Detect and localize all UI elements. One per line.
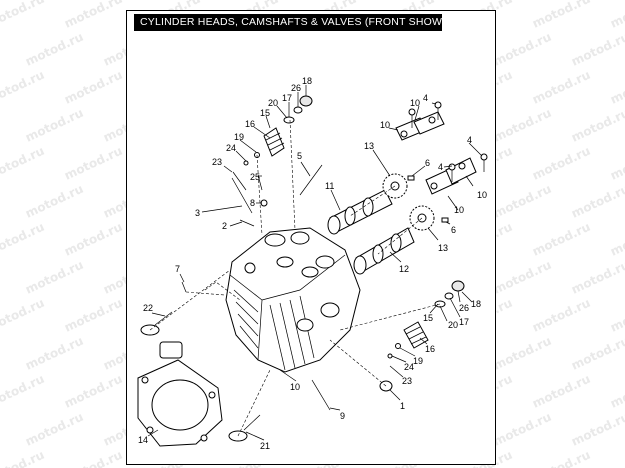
- cylinder-head: [225, 227, 361, 373]
- callout-7: 7: [175, 264, 180, 274]
- callout-16: 16: [245, 119, 255, 129]
- callout-19: 19: [234, 132, 244, 142]
- callout-17: 17: [282, 93, 292, 103]
- callout-21: 21: [260, 441, 270, 451]
- leader-lines: [147, 85, 483, 441]
- callout-10: 10: [290, 382, 300, 392]
- callout-1: 1: [400, 401, 405, 411]
- callout-8: 8: [250, 198, 255, 208]
- callout-4: 4: [423, 93, 428, 103]
- callout-12: 12: [399, 264, 409, 274]
- callout-3: 3: [195, 208, 200, 218]
- callout-15: 15: [423, 313, 433, 323]
- callout-13: 13: [364, 141, 374, 151]
- callout-19: 19: [413, 356, 423, 366]
- callout-20: 20: [448, 320, 458, 330]
- callout-2: 2: [222, 221, 227, 231]
- callout-23: 23: [212, 157, 222, 167]
- callout-13: 13: [438, 243, 448, 253]
- diagram-title: CYLINDER HEADS, CAMSHAFTS & VALVES (FRON…: [134, 14, 442, 31]
- callout-20: 20: [268, 98, 278, 108]
- bolts-4: [408, 101, 488, 182]
- camshaft-12: [353, 227, 415, 275]
- callout-23: 23: [402, 376, 412, 386]
- callout-10: 10: [477, 190, 487, 200]
- callout-4: 4: [467, 135, 472, 145]
- callout-22: 22: [143, 303, 153, 313]
- rocker-arms-lower: [425, 157, 477, 195]
- callout-11: 11: [325, 181, 334, 191]
- callout-18: 18: [302, 76, 312, 86]
- callout-10: 10: [380, 120, 390, 130]
- callout-24: 24: [226, 143, 236, 153]
- callout-26: 26: [459, 303, 469, 313]
- callout-5: 5: [297, 151, 302, 161]
- valve-spring-stack-lower: [379, 280, 465, 392]
- callout-15: 15: [260, 108, 270, 118]
- callout-14: 14: [138, 435, 148, 445]
- head-gasket: [137, 359, 223, 447]
- callout-6: 6: [451, 225, 456, 235]
- callout-18: 18: [471, 299, 481, 309]
- valve-21: [228, 414, 261, 442]
- callout-labels: 18 26 17 20 15 16 19 24 23 25 8 3 2 5 11…: [138, 76, 487, 451]
- callout-9: 9: [340, 411, 345, 421]
- callout-24: 24: [404, 362, 414, 372]
- callout-4: 4: [438, 162, 443, 172]
- valve-22: [140, 311, 173, 336]
- callout-17: 17: [459, 317, 469, 327]
- callout-10: 10: [454, 205, 464, 215]
- callout-26: 26: [291, 83, 301, 93]
- callout-16: 16: [425, 344, 435, 354]
- camshaft-11: [327, 189, 393, 235]
- rocker-arms-upper: [395, 111, 445, 141]
- callout-6: 6: [425, 158, 430, 168]
- callout-10: 10: [410, 98, 420, 108]
- valve-spring-stack-upper: [232, 95, 313, 191]
- callout-25: 25: [250, 172, 260, 182]
